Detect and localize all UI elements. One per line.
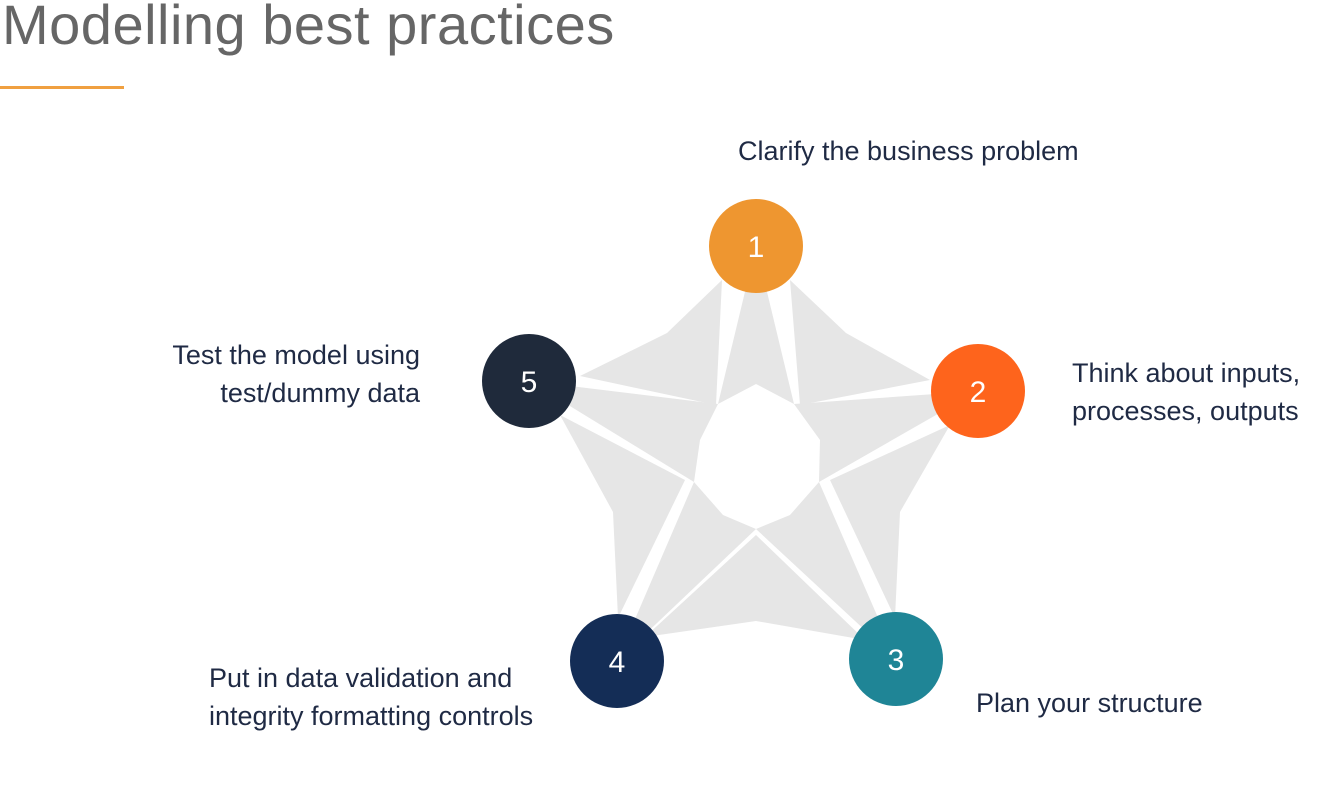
slide-title: Modelling best practices [2,0,615,56]
step-node-1: 1 [709,199,803,293]
step-number-1: 1 [748,231,765,264]
star-shoulder-1-2 [790,280,930,405]
step-label-5-line-2: test/dummy data [220,378,420,408]
star-shoulder-4-5 [560,415,685,618]
step-label-1: Clarify the business problem [738,132,1079,170]
step-label-2-line-1: Think about inputs, [1072,358,1301,388]
star-shoulder-3-4 [645,535,865,640]
step-node-2: 2 [931,344,1025,438]
star-shoulder-2-3 [830,425,950,618]
step-circle-2 [931,344,1025,438]
step-circle-4 [570,614,664,708]
step-circle-1 [709,199,803,293]
star-arm-5 [529,381,718,482]
star-arm-3 [756,482,896,659]
step-number-3: 3 [888,644,905,677]
step-number-4: 4 [609,646,626,679]
star-arm-1 [718,246,794,404]
step-node-5: 5 [482,334,576,428]
step-label-1-line-1: Clarify the business problem [738,136,1079,166]
step-node-4: 4 [570,614,664,708]
step-circle-5 [482,334,576,428]
star-arm-4 [617,482,756,661]
star-shape [529,246,978,661]
step-label-3: Plan your structure [976,684,1203,722]
step-label-2-line-2: processes, outputs [1072,396,1299,426]
step-node-3: 3 [849,612,943,706]
step-number-5: 5 [521,366,538,399]
step-label-4-line-2: integrity formatting controls [209,701,534,731]
step-label-4: Put in data validation and integrity for… [209,659,533,735]
step-circle-3 [849,612,943,706]
step-label-4-line-1: Put in data validation and [209,663,513,693]
step-nodes: 1 2 3 4 5 [482,199,1025,708]
title-underline [0,86,124,89]
star-arm-2 [794,391,978,482]
step-number-2: 2 [970,376,987,409]
step-label-2: Think about inputs, processes, outputs [1072,354,1300,430]
step-label-5: Test the model using test/dummy data [140,336,420,412]
star-shoulder-1-5 [580,280,722,405]
step-label-3-line-1: Plan your structure [976,688,1203,718]
step-label-5-line-1: Test the model using [172,340,420,370]
